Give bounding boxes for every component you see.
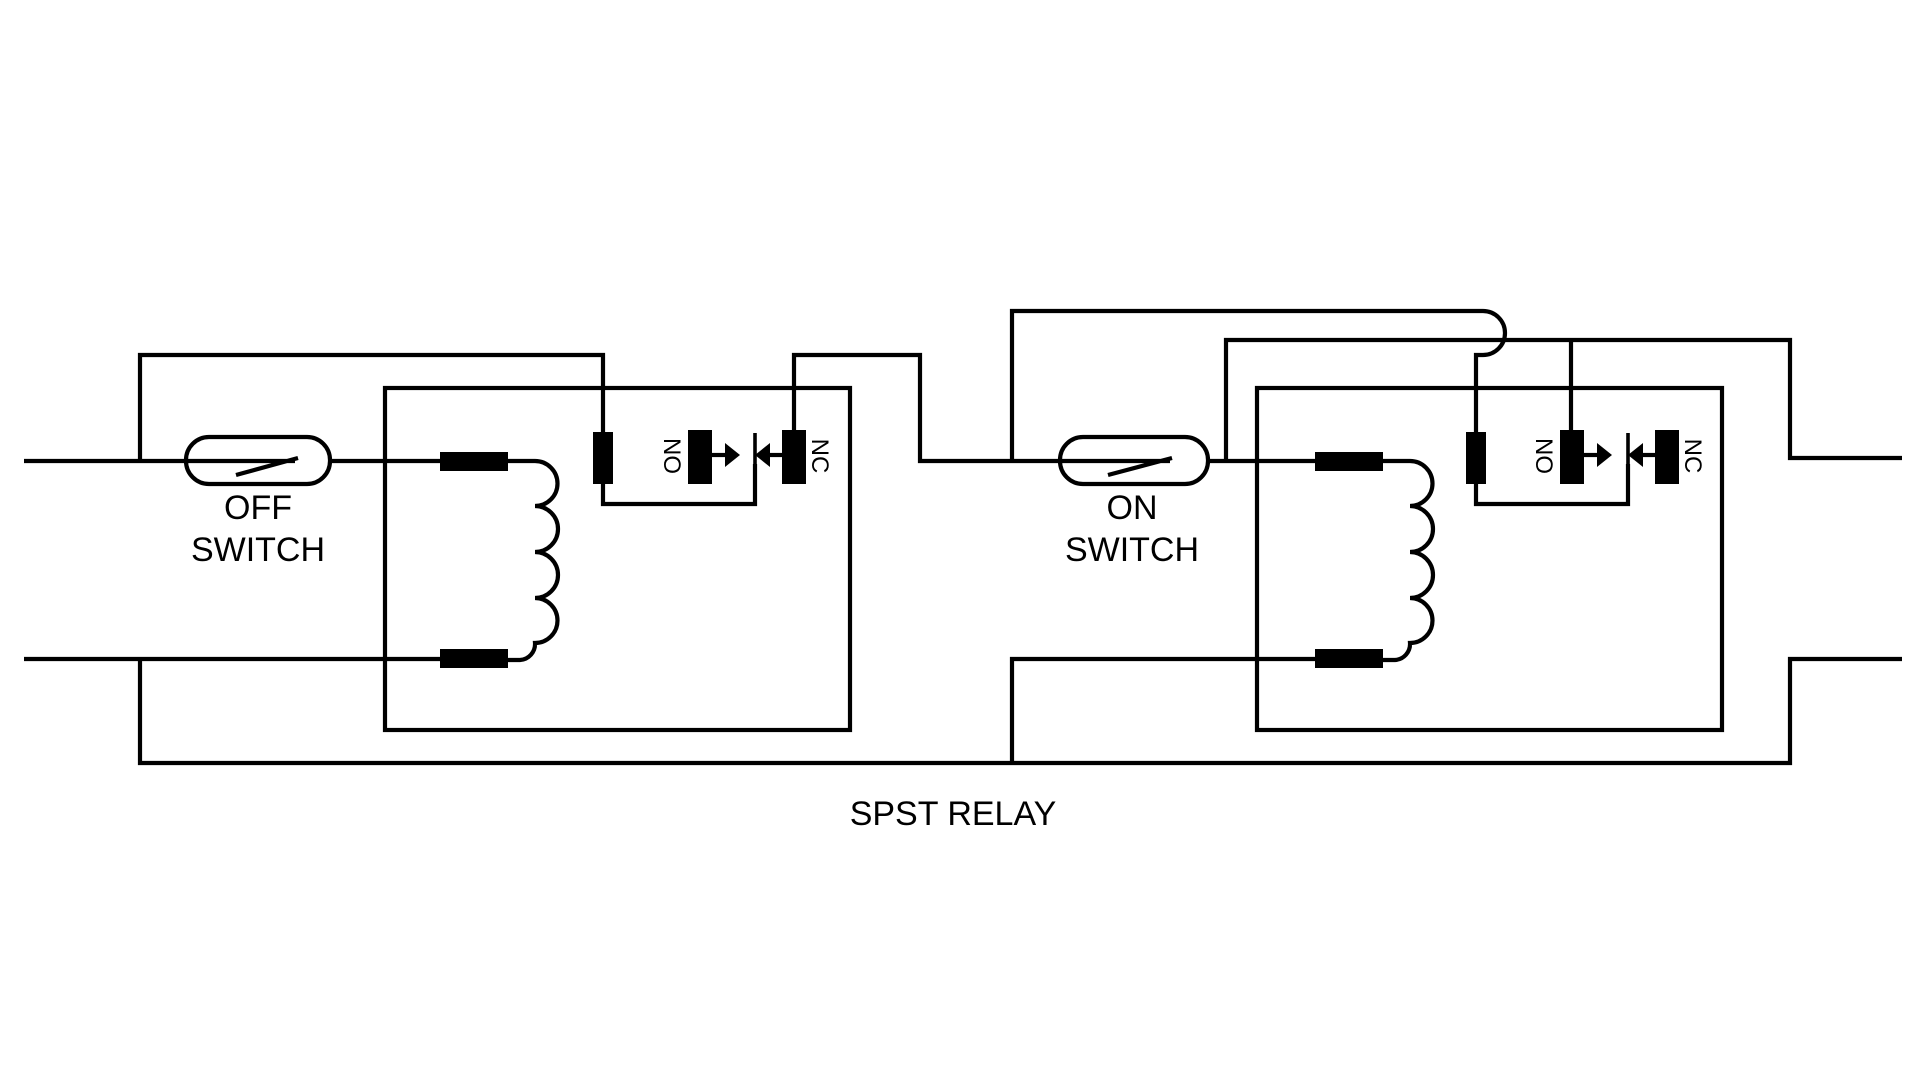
right-switch-label-line1: ON bbox=[1107, 489, 1158, 527]
right-relay-housing bbox=[1254, 385, 1725, 733]
left-no-label: NO bbox=[658, 438, 685, 474]
left-no-contact bbox=[688, 430, 712, 484]
right-reed-contact-blade bbox=[1060, 455, 1173, 478]
left-return-bus bbox=[137, 661, 1012, 766]
left-relay: NO NC OFF SWITCH bbox=[24, 352, 1060, 766]
right-top-crossover-wire bbox=[1009, 308, 1508, 461]
right-no-label: NO bbox=[1530, 438, 1557, 474]
right-nc-contact bbox=[1655, 430, 1679, 484]
left-switch-label-line1: OFF bbox=[224, 489, 292, 527]
right-relay: NO NC ON SWITCH bbox=[1009, 308, 1902, 766]
left-coil-terminal-top bbox=[440, 452, 508, 471]
left-common-contact bbox=[593, 432, 613, 484]
right-coil-terminal-top bbox=[1315, 452, 1383, 471]
left-nc-lead bbox=[791, 352, 1060, 464]
right-armature-wire bbox=[1473, 464, 1631, 507]
right-nc-arrow-icon bbox=[1628, 443, 1643, 467]
diagram-title: SPST RELAY bbox=[850, 795, 1057, 833]
right-no-contact bbox=[1560, 430, 1584, 484]
left-switch-label-line2: SWITCH bbox=[191, 531, 325, 569]
left-top-loop-wire bbox=[137, 352, 606, 461]
right-common-contact bbox=[1466, 432, 1486, 484]
right-bottom-return bbox=[1009, 656, 1315, 763]
left-relay-housing bbox=[382, 385, 853, 733]
left-coil-terminal-bottom bbox=[440, 649, 508, 668]
left-armature-wire bbox=[600, 464, 758, 507]
right-no-arrow-icon bbox=[1597, 443, 1612, 467]
left-nc-contact bbox=[782, 430, 806, 484]
left-coil-winding bbox=[508, 458, 561, 663]
right-top-loop-wire bbox=[1223, 337, 1902, 461]
left-reed-contact-blade bbox=[186, 455, 299, 478]
left-nc-label: NC bbox=[806, 439, 833, 474]
left-nc-arrow-icon bbox=[755, 443, 770, 467]
right-coil-winding bbox=[1383, 458, 1436, 663]
right-bottom-bus bbox=[1012, 656, 1902, 766]
right-nc-label: NC bbox=[1679, 439, 1706, 474]
left-no-arrow-icon bbox=[725, 443, 740, 467]
right-switch-label-line2: SWITCH bbox=[1065, 531, 1199, 569]
right-coil-terminal-bottom bbox=[1315, 649, 1383, 668]
